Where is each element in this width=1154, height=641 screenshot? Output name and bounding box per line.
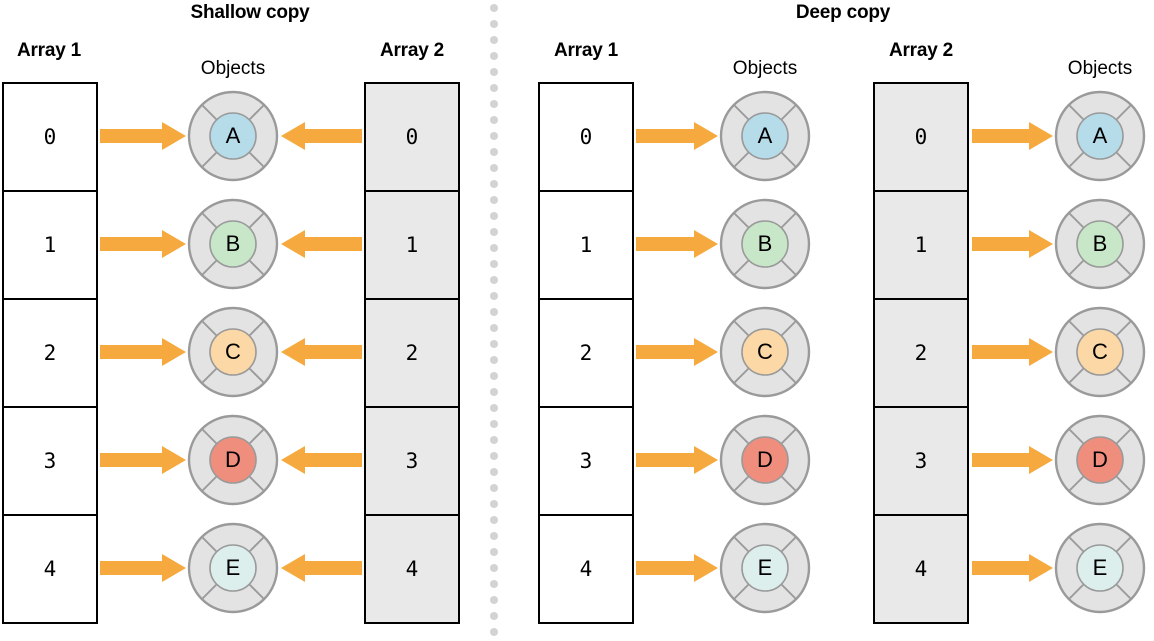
- arrow-deep-1-row-3[interactable]: [972, 445, 1053, 475]
- arrow-shallow-1-row-1[interactable]: [281, 229, 362, 259]
- object-node-deep-objects-2[interactable]: E: [1053, 521, 1147, 615]
- arrow-shallow-1-row-3[interactable]: [281, 445, 362, 475]
- array-cell[interactable]: 0: [4, 84, 96, 192]
- array-cell[interactable]: 1: [875, 192, 967, 300]
- arrow-shallow-0-row-0[interactable]: [100, 121, 186, 151]
- column-label-deep-array-2: Array 2: [888, 40, 954, 61]
- panel-title-shallow: Shallow copy: [190, 2, 310, 23]
- object-node-deep-objects-1[interactable]: B: [718, 197, 812, 291]
- arrow-deep-0-row-2[interactable]: [636, 337, 718, 367]
- array-cell[interactable]: 4: [366, 516, 458, 624]
- arrow-shallow-0-row-4[interactable]: [100, 553, 186, 583]
- object-node-deep-objects-1[interactable]: C: [718, 305, 812, 399]
- array-cell[interactable]: 3: [4, 408, 96, 516]
- column-label-shallow-objects: Objects: [200, 58, 266, 79]
- object-node-shallow-objects[interactable]: A: [186, 89, 280, 183]
- array-cell[interactable]: 0: [366, 84, 458, 192]
- object-node-deep-objects-1[interactable]: A: [718, 89, 812, 183]
- arrow-shallow-0-row-2[interactable]: [100, 337, 186, 367]
- array-cell[interactable]: 2: [366, 300, 458, 408]
- array-cell[interactable]: 3: [540, 408, 632, 516]
- object-node-shallow-objects[interactable]: D: [186, 413, 280, 507]
- object-node-shallow-objects[interactable]: C: [186, 305, 280, 399]
- arrow-deep-0-row-3[interactable]: [636, 445, 718, 475]
- array-cell[interactable]: 1: [540, 192, 632, 300]
- arrow-deep-1-row-1[interactable]: [972, 229, 1053, 259]
- column-label-deep-objects-2: Objects: [1067, 58, 1133, 79]
- array-cell[interactable]: 2: [540, 300, 632, 408]
- arrow-deep-1-row-4[interactable]: [972, 553, 1053, 583]
- arrow-shallow-1-row-0[interactable]: [281, 121, 362, 151]
- array-cell[interactable]: 1: [366, 192, 458, 300]
- array-cell[interactable]: 4: [540, 516, 632, 624]
- array-cell[interactable]: 1: [4, 192, 96, 300]
- arrow-deep-1-row-0[interactable]: [972, 121, 1053, 151]
- arrow-shallow-0-row-1[interactable]: [100, 229, 186, 259]
- arrow-shallow-1-row-4[interactable]: [281, 553, 362, 583]
- array-cell[interactable]: 2: [4, 300, 96, 408]
- object-node-deep-objects-1[interactable]: D: [718, 413, 812, 507]
- column-label-deep-objects-1: Objects: [732, 58, 798, 79]
- array-cell[interactable]: 4: [4, 516, 96, 624]
- object-node-shallow-objects[interactable]: B: [186, 197, 280, 291]
- object-node-deep-objects-2[interactable]: C: [1053, 305, 1147, 399]
- column-label-shallow-array-2: Array 2: [379, 40, 445, 61]
- column-label-shallow-array-1: Array 1: [16, 40, 82, 61]
- arrow-deep-0-row-0[interactable]: [636, 121, 718, 151]
- object-node-deep-objects-2[interactable]: D: [1053, 413, 1147, 507]
- panel-title-deep: Deep copy: [795, 2, 891, 23]
- arrow-deep-0-row-1[interactable]: [636, 229, 718, 259]
- object-node-deep-objects-2[interactable]: B: [1053, 197, 1147, 291]
- panel-divider: [489, 0, 499, 641]
- arrow-deep-1-row-2[interactable]: [972, 337, 1053, 367]
- object-node-shallow-objects[interactable]: E: [186, 521, 280, 615]
- arrow-shallow-1-row-2[interactable]: [281, 337, 362, 367]
- arrow-deep-0-row-4[interactable]: [636, 553, 718, 583]
- array-cell[interactable]: 0: [540, 84, 632, 192]
- array-cell[interactable]: 3: [366, 408, 458, 516]
- arrow-shallow-0-row-3[interactable]: [100, 445, 186, 475]
- array-cell[interactable]: 3: [875, 408, 967, 516]
- array-cell[interactable]: 0: [875, 84, 967, 192]
- array-cell[interactable]: 2: [875, 300, 967, 408]
- object-node-deep-objects-1[interactable]: E: [718, 521, 812, 615]
- object-node-deep-objects-2[interactable]: A: [1053, 89, 1147, 183]
- column-label-deep-array-1: Array 1: [553, 40, 619, 61]
- array-cell[interactable]: 4: [875, 516, 967, 624]
